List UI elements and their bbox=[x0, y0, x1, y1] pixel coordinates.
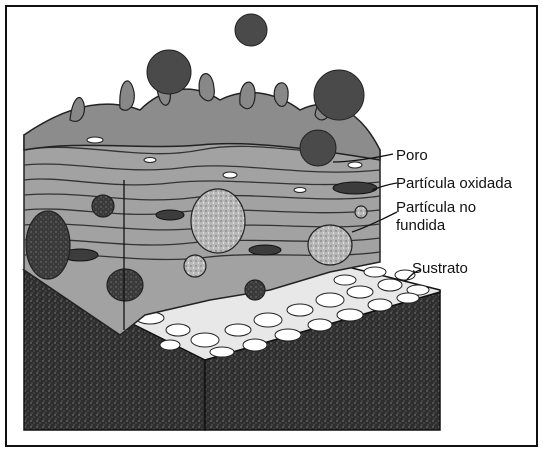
label-sustrato: Sustrato bbox=[412, 260, 468, 278]
label-poro: Poro bbox=[396, 147, 428, 165]
label-particula-no: Partícula no bbox=[396, 199, 476, 217]
label-fundida: fundida bbox=[396, 217, 445, 235]
label-particula-oxidada: Partícula oxidada bbox=[396, 175, 512, 193]
